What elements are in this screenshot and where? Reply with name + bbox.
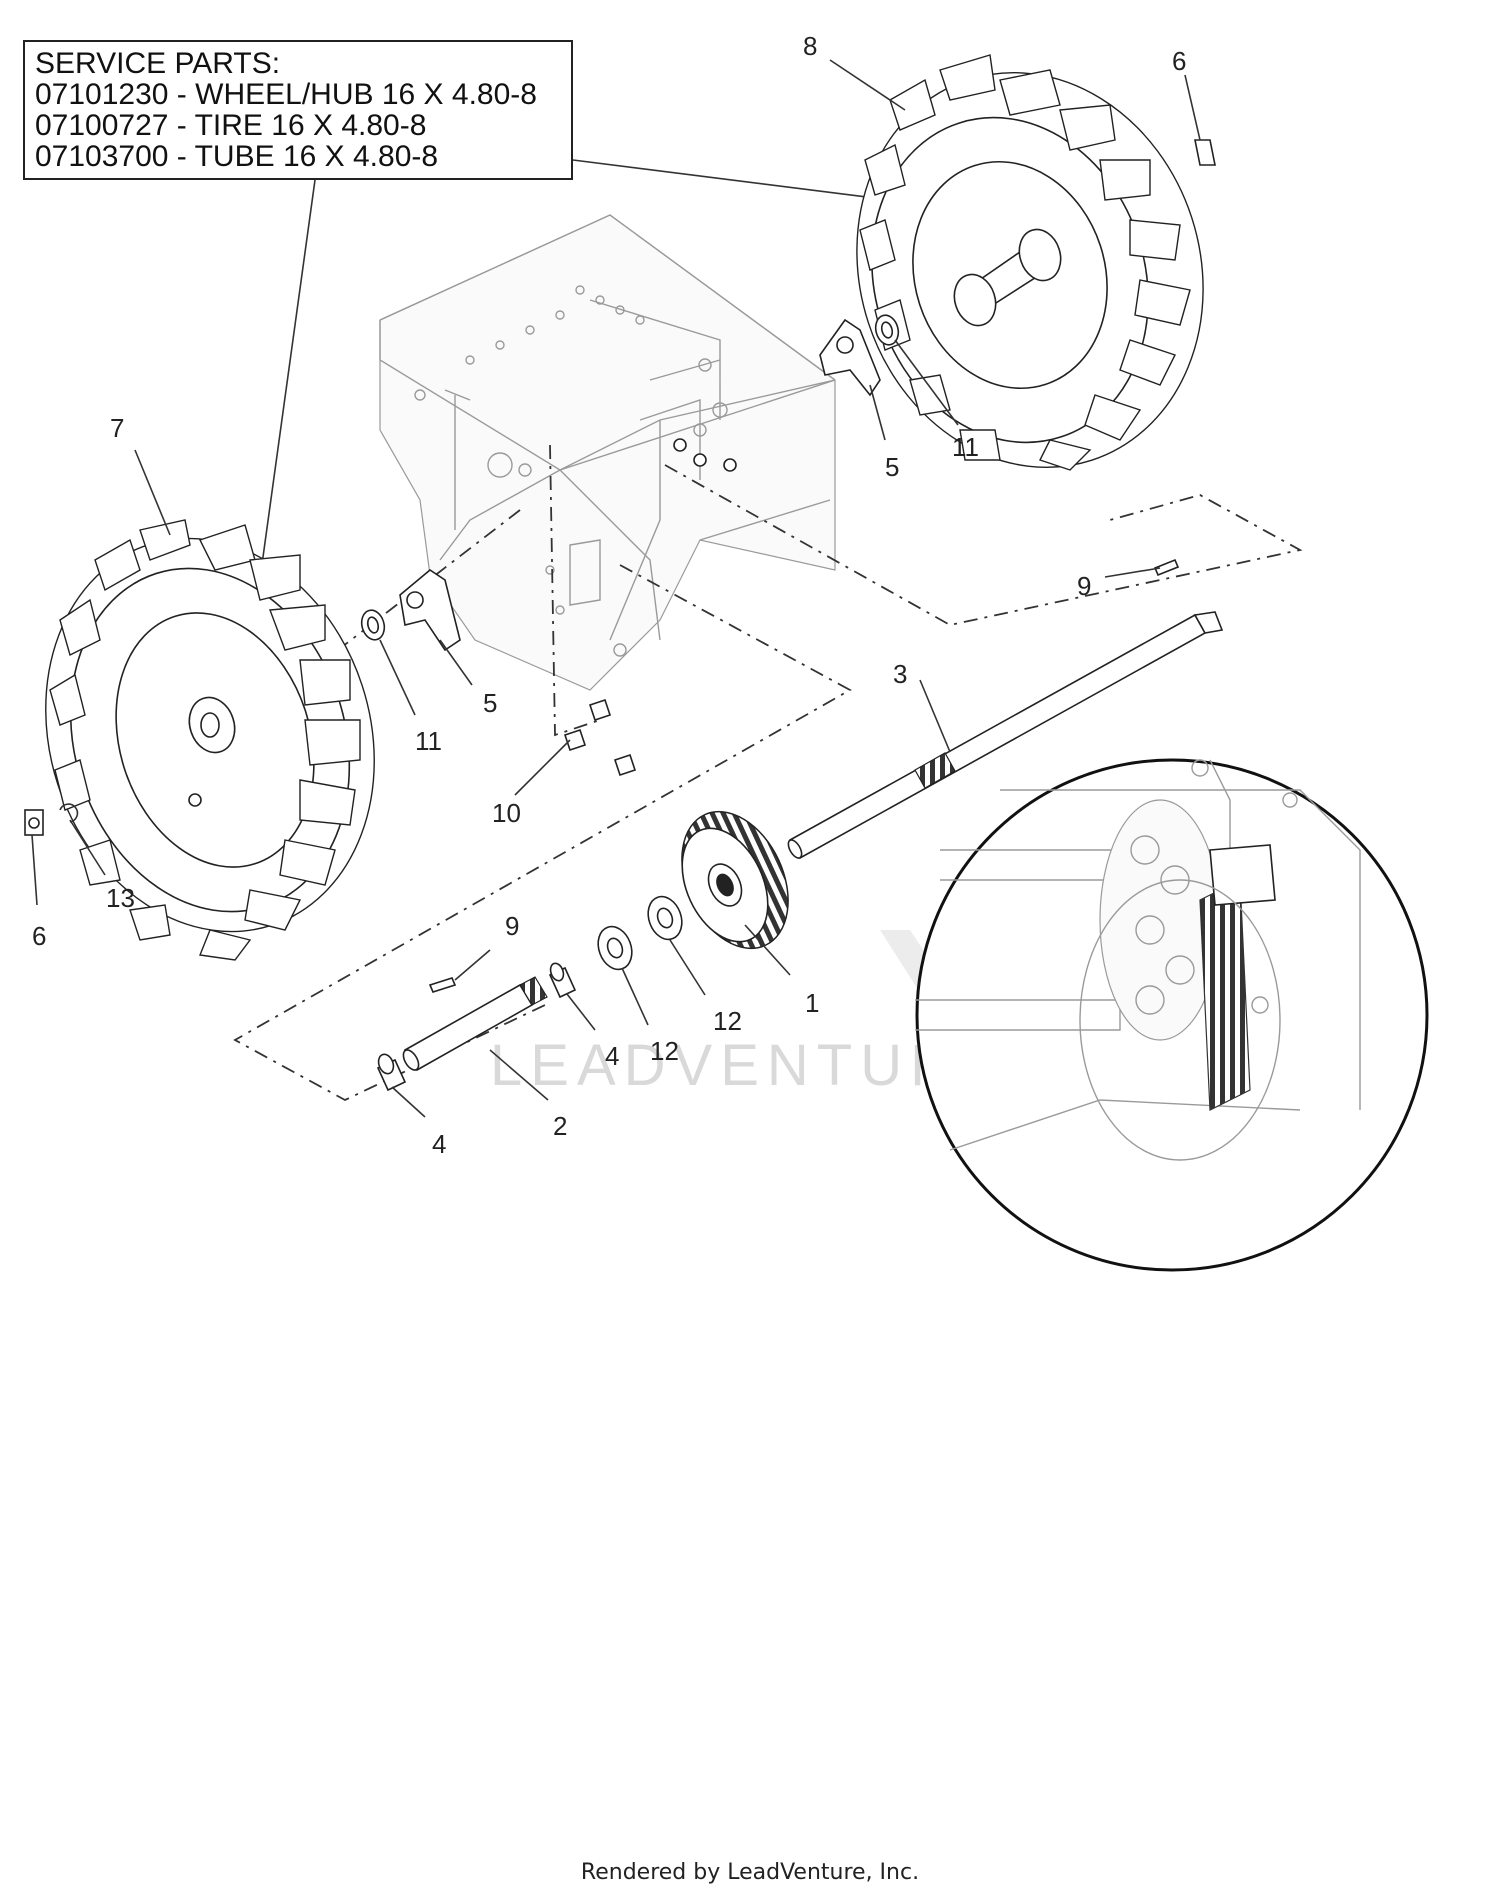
callout-bracket-left: 5 bbox=[483, 688, 497, 718]
short-shaft bbox=[402, 976, 548, 1072]
callout-short-shaft: 2 bbox=[553, 1111, 567, 1141]
footer-credit: Rendered by LeadVenture, Inc. bbox=[580, 1860, 920, 1885]
callout-bushing-left: 4 bbox=[432, 1129, 446, 1159]
key-bottom bbox=[428, 977, 457, 993]
callout-washer-right: 11 bbox=[952, 432, 979, 462]
callout-labels: 8 6 7 5 11 9 3 5 11 10 13 6 9 1 12 12 4 … bbox=[32, 31, 1186, 1159]
retaining-ring bbox=[59, 803, 79, 823]
callout-bracket-right: 5 bbox=[885, 452, 899, 482]
callout-bushing-right: 4 bbox=[605, 1041, 619, 1071]
left-wheel-tread-lugs bbox=[49, 519, 361, 961]
left-bracket bbox=[399, 569, 461, 652]
callout-washer-left: 11 bbox=[415, 726, 442, 756]
detail-inset bbox=[915, 758, 1429, 1272]
bolts bbox=[563, 698, 637, 777]
callout-gear: 1 bbox=[805, 988, 819, 1018]
callout-wheel-right: 8 bbox=[803, 31, 817, 61]
service-part-tube: 07103700 - TUBE 16 X 4.80-8 bbox=[35, 140, 439, 173]
callout-wheel-left: 7 bbox=[110, 413, 124, 443]
watermark-text: LEADVENTURE bbox=[490, 1033, 1007, 1098]
bushing-left bbox=[376, 1053, 407, 1092]
callout-key-bottom: 9 bbox=[505, 911, 519, 941]
callout-clip-right: 6 bbox=[1172, 46, 1186, 76]
drive-gear bbox=[681, 810, 789, 950]
callout-washer-mid: 12 bbox=[713, 1006, 742, 1036]
callout-ring: 13 bbox=[106, 883, 135, 913]
frame-housing bbox=[379, 214, 836, 691]
key-top bbox=[1153, 558, 1180, 577]
callout-leaders bbox=[31, 59, 1201, 1118]
bushing-right bbox=[548, 962, 577, 999]
service-parts-heading: SERVICE PARTS: bbox=[35, 47, 281, 80]
left-clip bbox=[24, 809, 44, 836]
axle-shaft bbox=[787, 611, 1224, 860]
service-part-wheel-hub: 07101230 - WHEEL/HUB 16 X 4.80-8 bbox=[35, 78, 537, 111]
callout-bolts: 10 bbox=[492, 798, 521, 828]
callout-clip-left: 6 bbox=[32, 921, 46, 951]
right-bracket bbox=[819, 318, 881, 397]
callout-axle: 3 bbox=[893, 659, 907, 689]
callout-key-top: 9 bbox=[1077, 571, 1091, 601]
right-clip bbox=[1194, 139, 1216, 166]
callout-washer-inner: 12 bbox=[650, 1036, 679, 1066]
left-wheel-assembly bbox=[45, 519, 375, 961]
right-wheel-tread-lugs bbox=[859, 54, 1191, 471]
service-part-tire: 07100727 - TIRE 16 X 4.80-8 bbox=[35, 109, 427, 142]
right-wheel-assembly bbox=[856, 54, 1204, 471]
service-parts-box: SERVICE PARTS: 07101230 - WHEEL/HUB 16 X… bbox=[23, 40, 573, 180]
